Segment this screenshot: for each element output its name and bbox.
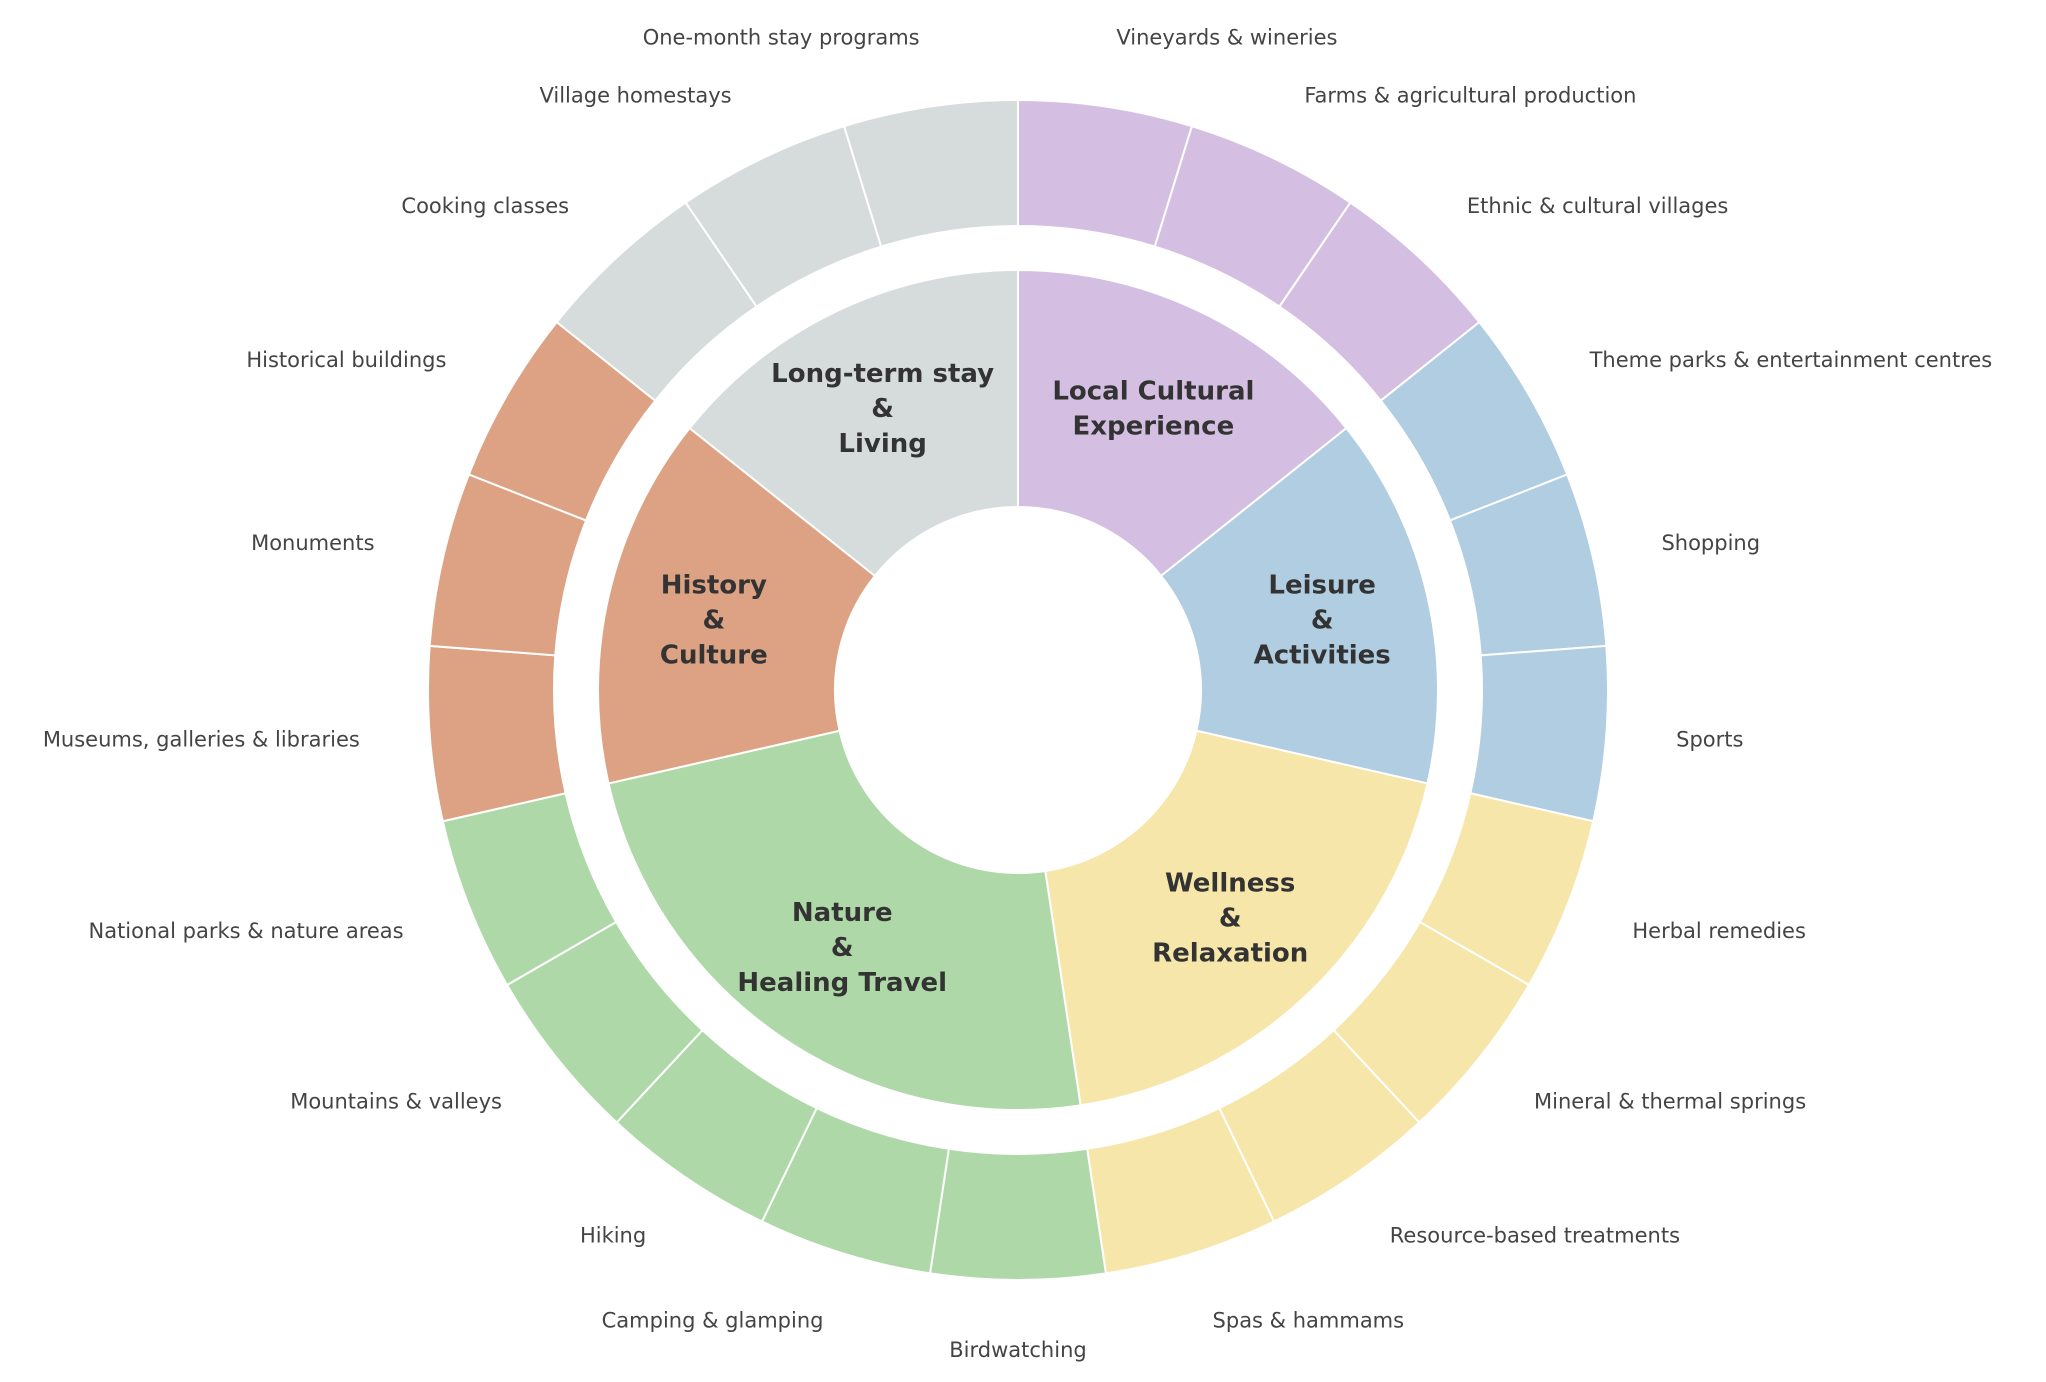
outer-label-spas-and-hammams: Spas & hammams	[1213, 1309, 1405, 1333]
outer-wedge-one-month-stay-programs	[842, 98, 1019, 248]
outer-label-ethnic-and-cultural-villages: Ethnic & cultural villages	[1467, 194, 1728, 218]
inner-label-nature-and-healing-travel: Nature&Healing Travel	[737, 898, 947, 998]
inner-label-leisure-and-activities: Leisure&Activities	[1254, 571, 1391, 671]
inner-label-wellness-and-relaxation: Wellness&Relaxation	[1152, 869, 1308, 969]
outer-label-theme-parks-and-entertainment-centres: Theme parks & entertainment centres	[1589, 348, 1993, 372]
outer-label-camping-and-glamping: Camping & glamping	[602, 1309, 824, 1333]
inner-wedge-wellness-and-relaxation	[1044, 729, 1429, 1107]
outer-label-museums-galleries-and-libraries: Museums, galleries & libraries	[43, 727, 360, 751]
outer-label-national-parks-and-nature-areas: National parks & nature areas	[89, 919, 404, 943]
inner-wedge-local-cultural-experience	[1017, 268, 1348, 578]
outer-label-one-month-stay-programs: One-month stay programs	[643, 25, 920, 49]
outer-label-hiking: Hiking	[580, 1223, 646, 1247]
outer-label-farms-and-agricultural-production: Farms & agricultural production	[1304, 83, 1636, 107]
outer-wedge-birdwatching	[928, 1147, 1108, 1281]
outer-label-vineyards-and-wineries: Vineyards & wineries	[1116, 25, 1337, 49]
inner-wedge-history-and-culture	[597, 426, 877, 785]
outer-label-mountains-and-valleys: Mountains & valleys	[290, 1090, 502, 1114]
outer-wedge-museums-galleries-and-libraries	[427, 644, 567, 823]
outer-label-cooking-classes: Cooking classes	[401, 194, 569, 218]
outer-label-mineral-and-thermal-springs: Mineral & thermal springs	[1534, 1090, 1806, 1114]
inner-label-history-and-culture: History&Culture	[660, 571, 768, 671]
outer-label-herbal-remedies: Herbal remedies	[1632, 919, 1806, 943]
outer-label-resource-based-treatments: Resource-based treatments	[1390, 1223, 1680, 1247]
outer-label-village-homestays: Village homestays	[539, 83, 731, 107]
inner-wedge-nature-and-healing-travel	[607, 729, 1082, 1111]
outer-label-birdwatching: Birdwatching	[949, 1338, 1086, 1362]
inner-wedge-leisure-and-activities	[1159, 426, 1439, 785]
inner-label-long-term-stay-and-living: Long-term stay&Living	[771, 359, 994, 459]
outer-label-historical-buildings: Historical buildings	[246, 348, 446, 372]
inner-ring	[597, 268, 1439, 1111]
outer-label-monuments: Monuments	[251, 531, 374, 555]
outer-wedge-sports	[1469, 644, 1609, 823]
outer-ring	[427, 98, 1609, 1281]
outer-label-shopping: Shopping	[1661, 531, 1760, 555]
outer-label-sports: Sports	[1676, 727, 1743, 751]
inner-wedge-long-term-stay-and-living	[688, 268, 1019, 578]
